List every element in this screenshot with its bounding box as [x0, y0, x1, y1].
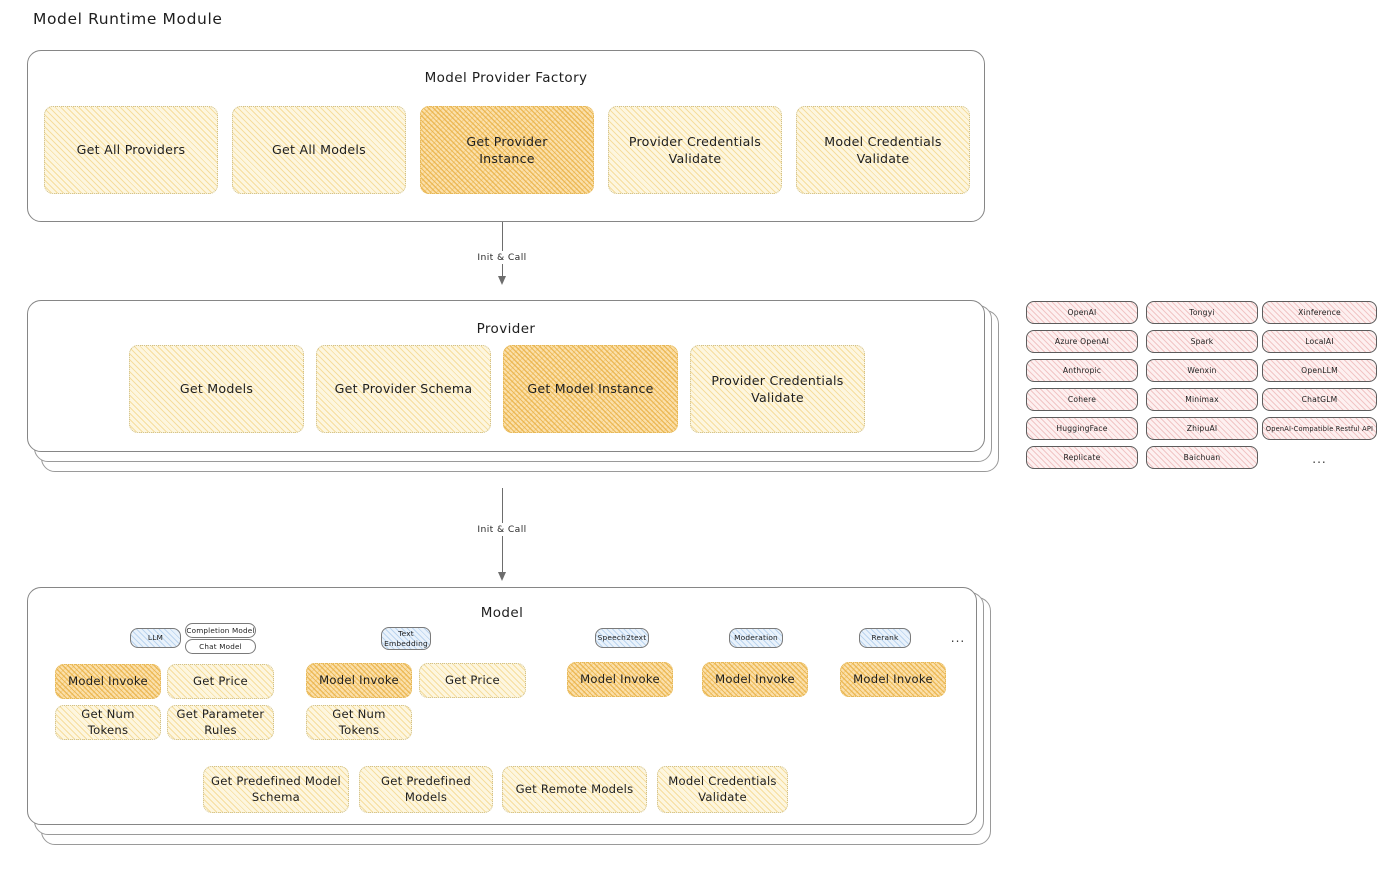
factory-node-get-provider-instance[interactable]: Get Provider Instance: [420, 106, 594, 194]
arrow-factory-to-provider-head: [498, 276, 506, 285]
model-llm-node-model-invoke[interactable]: Model Invoke: [55, 664, 161, 699]
provider-node-get-models[interactable]: Get Models: [129, 345, 304, 433]
model-type-badge-rerank[interactable]: Rerank: [859, 628, 911, 648]
model-common-node-get-remote-models[interactable]: Get Remote Models: [502, 766, 647, 813]
section-title-model-provider-factory: Model Provider Factory: [424, 70, 588, 86]
section-title-model: Model: [480, 605, 524, 621]
provider-pill-zhipuai[interactable]: ZhipuAI: [1146, 417, 1258, 440]
provider-pill-baichuan[interactable]: Baichuan: [1146, 446, 1258, 469]
provider-pill-wenxin[interactable]: Wenxin: [1146, 359, 1258, 382]
model-llm-node-get-price[interactable]: Get Price: [167, 664, 274, 699]
provider-pill-anthropic[interactable]: Anthropic: [1026, 359, 1138, 382]
model-type-badge-llm[interactable]: LLM: [130, 628, 181, 648]
model-llm-node-get-parameter-rules[interactable]: Get Parameter Rules: [167, 705, 274, 740]
model-common-node-get-predefined-model-schema[interactable]: Get Predefined Model Schema: [203, 766, 349, 813]
model-type-badge-speech2text[interactable]: Speech2text: [595, 628, 649, 648]
model-text-embedding-node-model-invoke[interactable]: Model Invoke: [306, 663, 412, 698]
factory-node-model-credentials-validate[interactable]: Model Credentials Validate: [796, 106, 970, 194]
model-common-node-get-predefined-models[interactable]: Get Predefined Models: [359, 766, 493, 813]
factory-node-provider-credentials-validate[interactable]: Provider Credentials Validate: [608, 106, 782, 194]
arrow-provider-to-model-head: [498, 572, 506, 581]
factory-node-get-all-providers[interactable]: Get All Providers: [44, 106, 218, 194]
provider-pill-spark[interactable]: Spark: [1146, 330, 1258, 353]
provider-pill-azure-openai[interactable]: Azure OpenAI: [1026, 330, 1138, 353]
provider-pill-openai[interactable]: OpenAI: [1026, 301, 1138, 324]
provider-pill-minimax[interactable]: Minimax: [1146, 388, 1258, 411]
model-rerank-node-model-invoke[interactable]: Model Invoke: [840, 662, 946, 697]
model-llm-node-get-num-tokens[interactable]: Get Num Tokens: [55, 705, 161, 740]
arrow-label-init-and-call-1: Init & Call: [473, 251, 531, 264]
provider-pill-chatglm[interactable]: ChatGLM: [1262, 388, 1377, 411]
provider-list-ellipsis: ...: [1312, 452, 1327, 466]
provider-node-provider-credentials-validate[interactable]: Provider Credentials Validate: [690, 345, 865, 433]
provider-node-get-model-instance[interactable]: Get Model Instance: [503, 345, 678, 433]
provider-pill-tongyi[interactable]: Tongyi: [1146, 301, 1258, 324]
provider-node-get-provider-schema[interactable]: Get Provider Schema: [316, 345, 491, 433]
provider-pill-huggingface[interactable]: HuggingFace: [1026, 417, 1138, 440]
model-moderation-node-model-invoke[interactable]: Model Invoke: [702, 662, 808, 697]
model-groups-ellipsis: ...: [950, 631, 966, 645]
model-speech2text-node-model-invoke[interactable]: Model Invoke: [567, 662, 673, 697]
provider-pill-openllm[interactable]: OpenLLM: [1262, 359, 1377, 382]
provider-pill-xinference[interactable]: Xinference: [1262, 301, 1377, 324]
model-subtype-badge-completion-model[interactable]: Completion Model: [185, 623, 256, 638]
provider-pill-localai[interactable]: LocalAI: [1262, 330, 1377, 353]
arrow-label-init-and-call-2: Init & Call: [473, 523, 531, 536]
model-text-embedding-node-get-price[interactable]: Get Price: [419, 663, 526, 698]
model-type-badge-text-embedding[interactable]: Text Embedding: [381, 627, 431, 650]
provider-pill-replicate[interactable]: Replicate: [1026, 446, 1138, 469]
page-title: Model Runtime Module: [33, 10, 223, 28]
provider-pill-cohere[interactable]: Cohere: [1026, 388, 1138, 411]
provider-pill-openai-compatible-restful-api[interactable]: OpenAI-Compatible Restful API: [1262, 417, 1377, 440]
model-common-node-model-credentials-validate[interactable]: Model Credentials Validate: [657, 766, 788, 813]
model-text-embedding-node-get-num-tokens[interactable]: Get Num Tokens: [306, 705, 412, 740]
section-title-provider: Provider: [476, 321, 536, 337]
model-subtype-badge-chat-model[interactable]: Chat Model: [185, 639, 256, 654]
model-type-badge-moderation[interactable]: Moderation: [729, 628, 783, 648]
factory-node-get-all-models[interactable]: Get All Models: [232, 106, 406, 194]
